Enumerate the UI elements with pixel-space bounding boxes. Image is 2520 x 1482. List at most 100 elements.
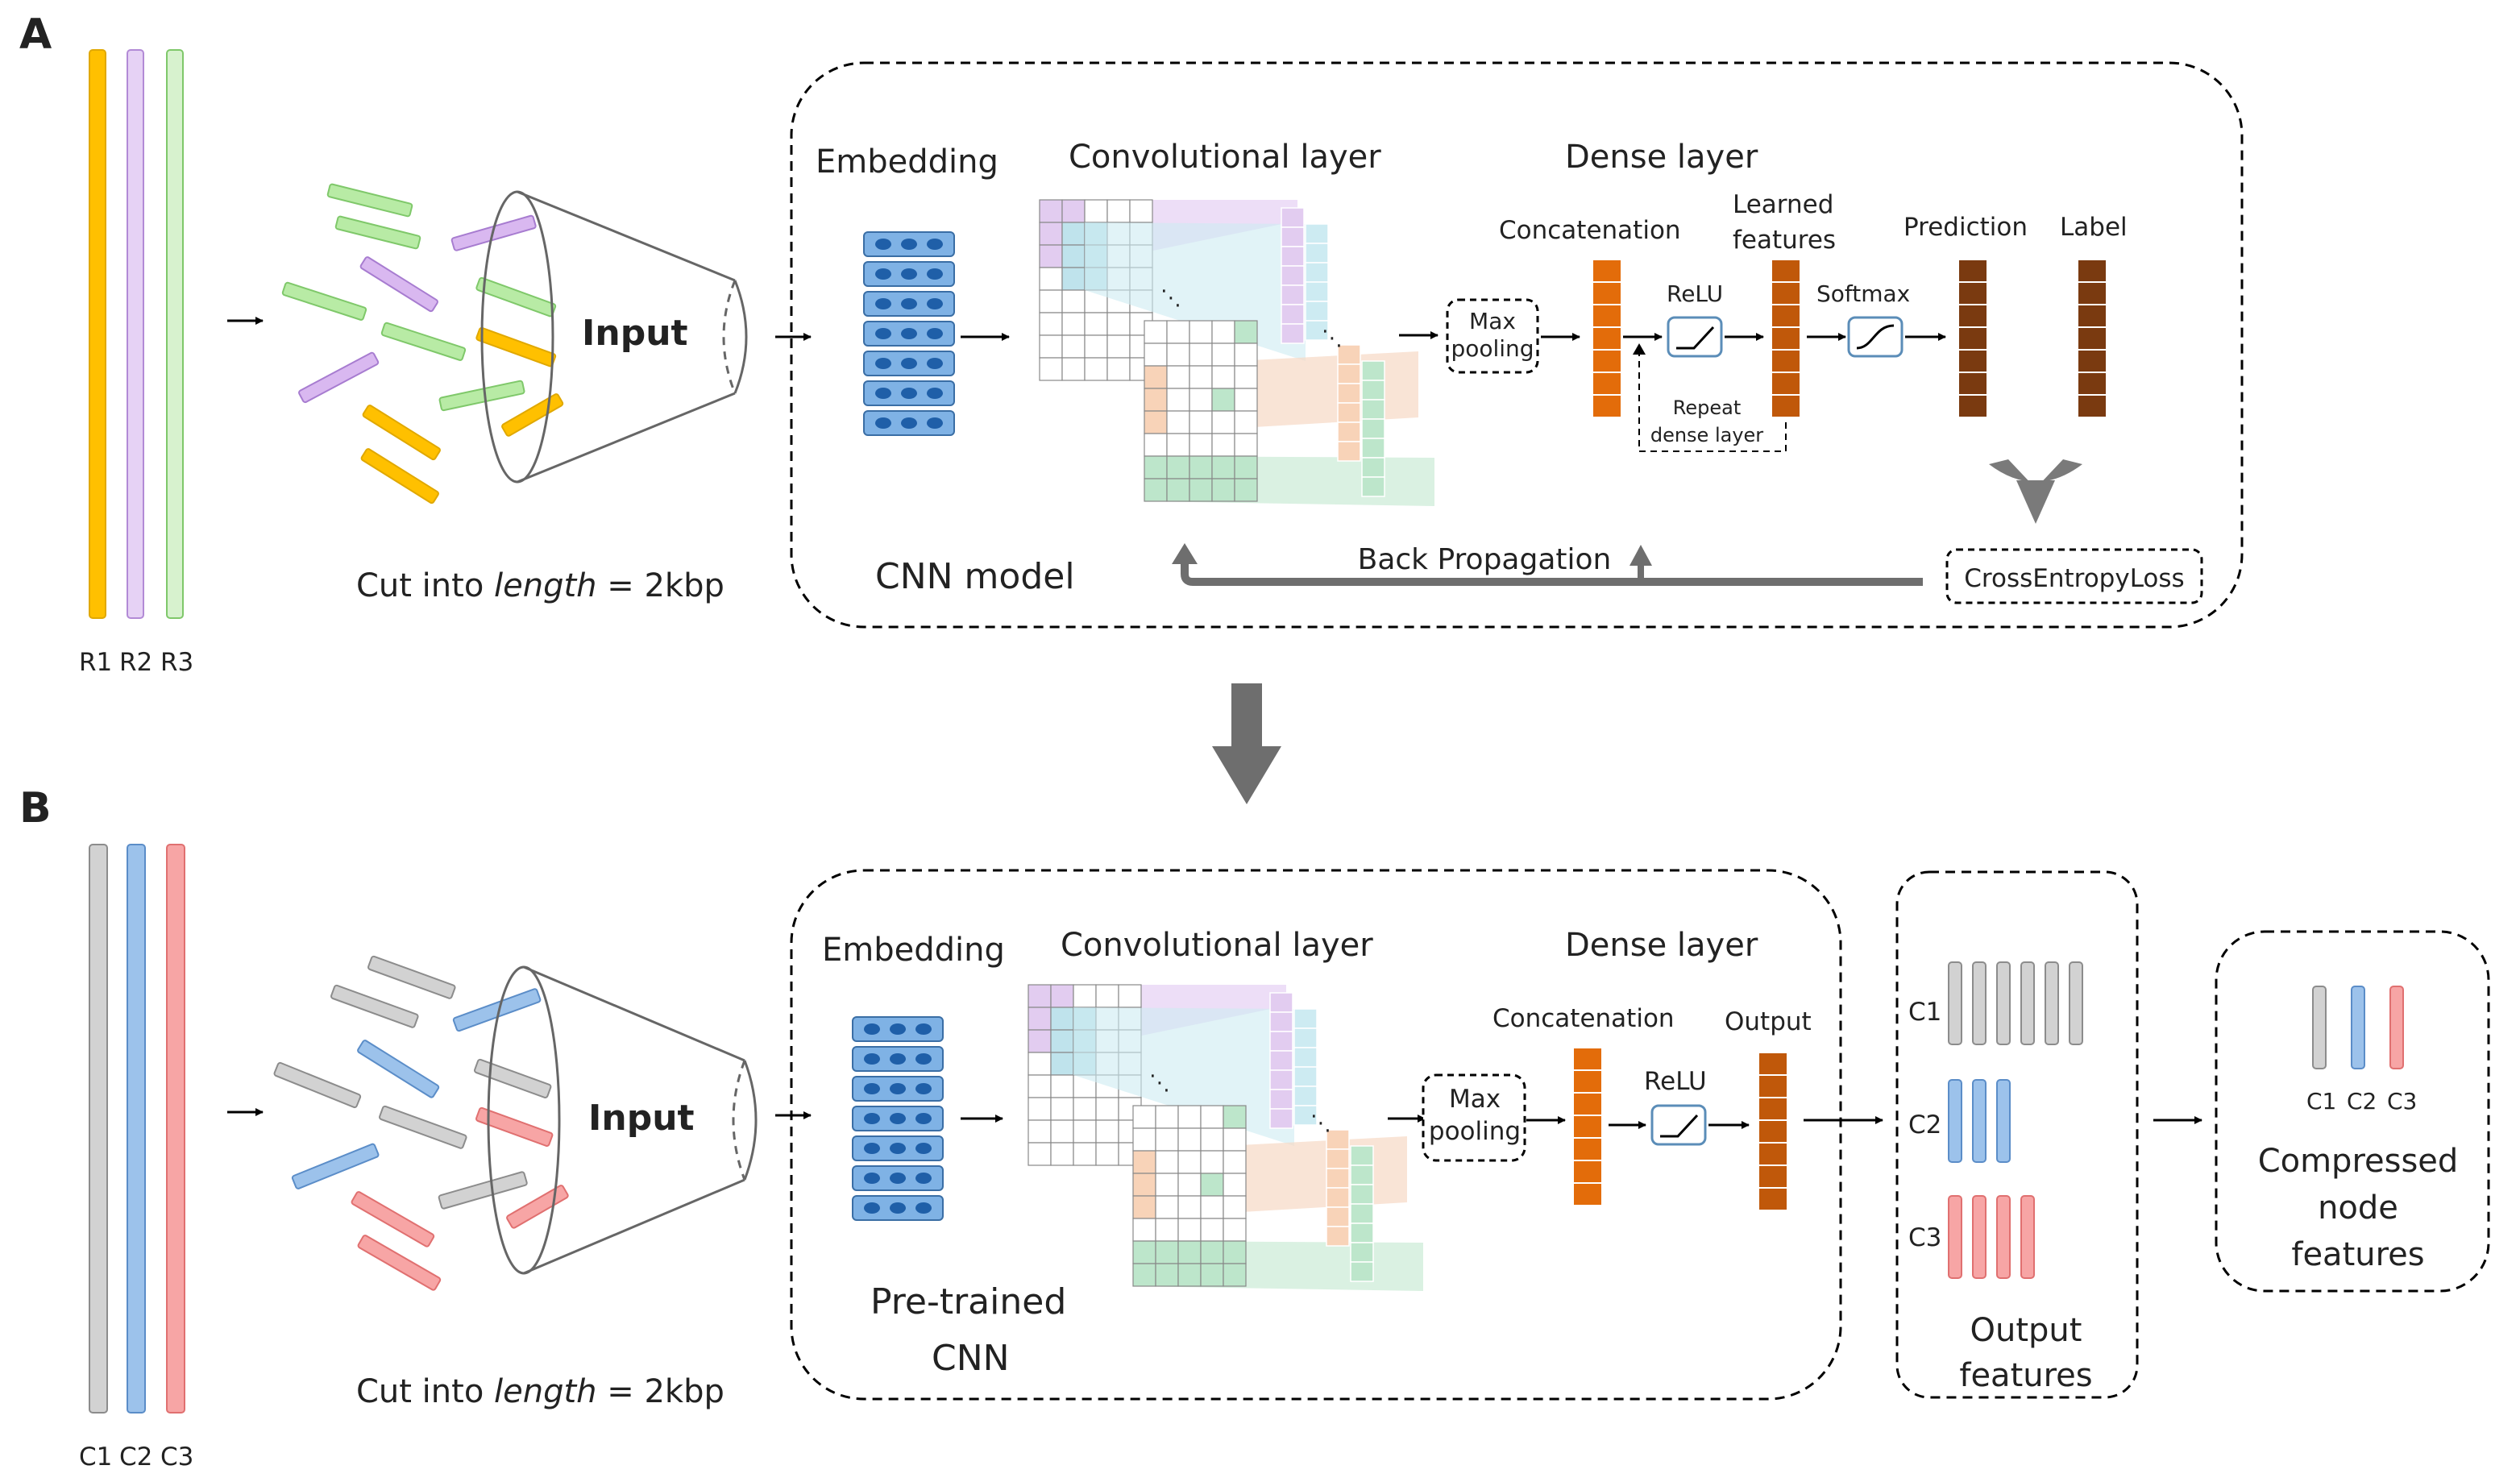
- output-feature-bar: [1972, 1079, 1987, 1163]
- conv-cell: [1200, 1173, 1224, 1197]
- conv-cell: [1155, 1263, 1179, 1287]
- pretrained-cnn-label-1: Pre-trained: [870, 1281, 1066, 1322]
- cross-entropy-loss-label: CrossEntropyLoss: [1964, 564, 2184, 593]
- conv-block-b: ⋱⋱: [1028, 984, 1423, 1291]
- embedding-label-a: Embedding: [816, 143, 998, 181]
- label-vector: [2077, 259, 2107, 418]
- vector-cell: [2077, 372, 2107, 396]
- conv-cell: [1050, 984, 1074, 1008]
- feature-map-cell: [1281, 284, 1305, 305]
- conv-cell: [1189, 388, 1213, 412]
- conv-cell: [1211, 433, 1235, 457]
- embedding-dot: [927, 417, 943, 429]
- vector-cell: [1771, 372, 1801, 396]
- repeat-label-2: dense layer: [1650, 424, 1763, 446]
- conv-cell: [1050, 1074, 1074, 1098]
- conv-cell: [1223, 1105, 1247, 1129]
- conv-cell: [1039, 357, 1063, 381]
- vector-cell: [1572, 1047, 1603, 1071]
- vector-cell: [1572, 1069, 1603, 1094]
- compressed-label-c3: C3: [2387, 1088, 2417, 1115]
- fragment: [351, 1191, 435, 1247]
- conv-cell: [1234, 388, 1258, 412]
- back-propagation-arrowhead-1: [1172, 543, 1198, 564]
- output-feature-bars: [1948, 961, 2083, 1279]
- conv-cell: [1155, 1173, 1179, 1197]
- conv-cell: [1223, 1127, 1247, 1152]
- label-label: Label: [2060, 213, 2128, 242]
- fragment: [379, 1105, 467, 1149]
- conv-cell: [1234, 455, 1258, 479]
- reference-strands-a: [89, 49, 184, 619]
- feature-map-cell: [1293, 1008, 1318, 1029]
- compressed-label-c2: C2: [2347, 1088, 2377, 1115]
- embedding-dot: [875, 358, 891, 369]
- strand-r3: [166, 49, 184, 619]
- vector-cell: [2077, 304, 2107, 328]
- embedding-dot: [864, 1053, 880, 1065]
- embedding-stack-b: [852, 1016, 944, 1221]
- strand-c2: [127, 844, 146, 1414]
- embedding-dot: [927, 328, 943, 339]
- conv-cell: [1095, 984, 1119, 1008]
- embedding-dot: [890, 1202, 906, 1214]
- conv-cell: [1223, 1195, 1247, 1219]
- embedding-dot: [915, 1113, 932, 1124]
- conv-cell: [1050, 1119, 1074, 1144]
- vector-cell: [1957, 394, 1988, 418]
- conv-cell: [1039, 244, 1063, 268]
- feature-map-cell: [1361, 380, 1385, 401]
- conv-cell: [1129, 199, 1153, 223]
- strand-label-r2: R2: [119, 648, 152, 677]
- vector-cell: [1957, 281, 1988, 305]
- conv-cell: [1177, 1195, 1202, 1219]
- feature-map-cell: [1350, 1203, 1374, 1224]
- conv-cell: [1039, 334, 1063, 359]
- conv-cell: [1061, 289, 1086, 313]
- feature-map-cell: [1361, 399, 1385, 420]
- embedding-dot: [901, 298, 917, 309]
- fragment: [438, 380, 525, 412]
- conv-cell: [1028, 1142, 1052, 1166]
- vector-cell: [1758, 1142, 1788, 1166]
- concatenation-vector-a: [1592, 259, 1622, 418]
- conv-cell: [1106, 334, 1131, 359]
- feature-row-label-c3: C3: [1908, 1223, 1941, 1252]
- output-features-label-1: Output: [1970, 1312, 2082, 1349]
- conv-cell: [1132, 1127, 1156, 1152]
- max-pooling-label-b-1: Max: [1449, 1085, 1501, 1114]
- conv-cell: [1166, 320, 1190, 344]
- fragment: [362, 405, 441, 461]
- fragment: [291, 1143, 380, 1189]
- feature-map-cell: [1293, 1047, 1318, 1068]
- conv-cell: [1039, 312, 1063, 336]
- conv-cell: [1189, 455, 1213, 479]
- conv-cell: [1189, 433, 1213, 457]
- compressed-label-3: features: [2291, 1236, 2424, 1273]
- conv-cell: [1200, 1263, 1224, 1287]
- vector-cell: [1592, 259, 1622, 283]
- prediction-label: Prediction: [1903, 213, 2028, 242]
- vector-cell: [2077, 281, 2107, 305]
- feature-map-cell: [1337, 363, 1361, 384]
- prediction-vector: [1957, 259, 1988, 418]
- concatenation-label-b: Concatenation: [1492, 1004, 1675, 1033]
- conv-cell: [1106, 312, 1131, 336]
- vector-cell: [1758, 1187, 1788, 1211]
- vector-cell: [1592, 394, 1622, 418]
- vector-cell: [1572, 1092, 1603, 1116]
- conv-cell: [1223, 1150, 1247, 1174]
- feature-map-cell: [1269, 992, 1293, 1013]
- vector-cell: [1572, 1182, 1603, 1206]
- relu-curve-a: [1676, 326, 1715, 350]
- conv-cell: [1028, 1097, 1052, 1121]
- max-pooling-label-a-2: pooling: [1451, 335, 1534, 362]
- compressed-features-box: [2215, 930, 2490, 1293]
- fragment: [359, 256, 438, 313]
- strand-r1: [89, 49, 106, 619]
- feature-map-cell: [1361, 438, 1385, 459]
- embedding-dot: [864, 1023, 880, 1035]
- conv-cell: [1144, 410, 1168, 434]
- feature-map-cell: [1269, 1031, 1293, 1052]
- conv-cell: [1200, 1240, 1224, 1264]
